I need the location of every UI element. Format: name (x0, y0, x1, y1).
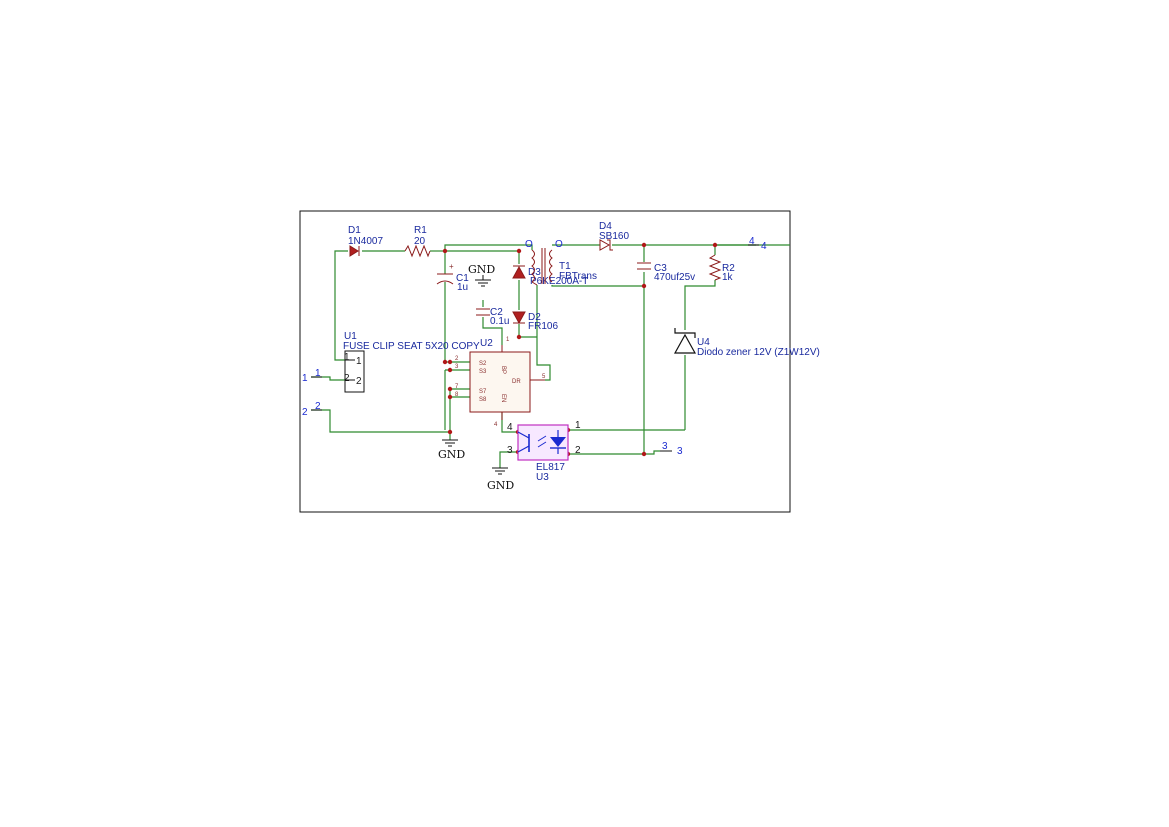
r1-ref: R1 (414, 225, 427, 236)
net-1-outer: 1 (302, 373, 308, 384)
c2-ref: C2 (490, 307, 503, 318)
u2-pin-s2: S2 (479, 361, 487, 367)
d2-value: FR106 (528, 321, 558, 332)
resistor-r2[interactable]: R2 1k (708, 254, 735, 283)
u3-pin3: 3 (507, 445, 513, 456)
net-2-outer: 2 (302, 407, 308, 418)
u2-pin-s8: S8 (479, 397, 487, 403)
u1-pin2-a: 2 (344, 373, 350, 384)
u2-pin-s3: S3 (479, 369, 487, 375)
u1-value: FUSE CLIP SEAT 5X20 COPY (343, 341, 480, 352)
u2-pinnum-4: 4 (494, 422, 498, 428)
c3-value: 470uf25v (654, 272, 695, 283)
net-1-inner: 1 (315, 368, 321, 379)
u4-ref: U4 (697, 337, 710, 348)
schematic-frame (299, 210, 791, 513)
net-4-inner: 4 (749, 236, 755, 247)
gnd-bottom-label: GND (487, 479, 514, 492)
net-2-inner: 2 (315, 401, 321, 412)
diode-d1[interactable]: D1 1N4007 (348, 225, 383, 257)
d1-value: 1N4007 (348, 236, 383, 247)
u1-pin1-a: 1 (344, 352, 350, 363)
t1-dot-primary: O (525, 239, 533, 250)
wires (311, 244, 790, 468)
u3-value: EL817 (536, 462, 565, 473)
u2-pin-dr: DR (512, 379, 521, 385)
u2-pinnum-8: 8 (455, 392, 459, 398)
t1-value: FBTrans (559, 271, 597, 282)
transformer-t1[interactable]: O O T1 FBTrans (525, 239, 597, 286)
switcher-ic-u2[interactable]: U2 S2 S3 S7 S8 BP EN DR 2 3 7 8 1 4 5 (455, 337, 546, 428)
net-3-outer: 3 (677, 446, 683, 457)
u2-pinnum-3: 3 (455, 364, 459, 370)
net-labels: 1 1 2 2 3 3 4 4 (302, 236, 767, 457)
t1-dot-secondary: O (555, 239, 563, 250)
gnd-mid-label: GND (438, 448, 465, 461)
gnd-top-label: GND (468, 263, 495, 276)
u2-ref: U2 (480, 338, 493, 349)
capacitor-c2[interactable]: C2 0.1u (476, 307, 509, 327)
c2-value: 0.1u (490, 316, 509, 327)
c3-ref: C3 (654, 263, 667, 274)
optocoupler-u3[interactable]: 4 3 1 2 EL817 U3 (507, 420, 581, 483)
u2-pin-s7: S7 (479, 389, 487, 395)
u3-pin1: 1 (575, 420, 581, 431)
c1-value: 1u (457, 282, 468, 293)
c1-ref: C1 (456, 273, 469, 284)
d3-value: P6KE200A-T (530, 276, 588, 287)
d4-value: SB160 (599, 231, 629, 242)
u3-pin4: 4 (507, 422, 513, 433)
u1-ref: U1 (344, 331, 357, 342)
t1-ref: T1 (559, 261, 571, 272)
zener-u4[interactable]: U4 Diodo zener 12V (Z1W12V) (673, 328, 820, 358)
net-3-inner: 3 (662, 441, 668, 452)
resistor-r1[interactable]: R1 20 (404, 225, 431, 258)
u2-pin-bp: BP (500, 366, 506, 374)
net-4-outer: 4 (761, 241, 767, 252)
r2-value: 1k (722, 272, 734, 283)
capacitor-c3[interactable]: C3 470uf25v (637, 262, 695, 283)
u3-ref: U3 (536, 472, 549, 483)
u2-pinnum-5: 5 (542, 374, 546, 380)
u3-pin2: 2 (575, 445, 581, 456)
fuse-clip-u1[interactable]: U1 FUSE CLIP SEAT 5X20 COPY 1 1 2 2 (343, 331, 480, 393)
u1-pin2-b: 2 (356, 376, 362, 387)
gnd-symbol-top: GND (468, 263, 495, 287)
d4-ref: D4 (599, 221, 612, 232)
u2-pin-en: EN (500, 394, 506, 402)
r1-value: 20 (414, 236, 426, 247)
r2-ref: R2 (722, 263, 735, 274)
diode-d2[interactable]: D2 FR106 (512, 311, 558, 332)
u2-pinnum-1: 1 (506, 337, 510, 343)
gnd-symbol-bottom: GND (487, 467, 514, 492)
d3-ref: D3 (528, 267, 541, 278)
d1-ref: D1 (348, 225, 361, 236)
gnd-symbol-mid: GND (438, 439, 465, 461)
u2-pinnum-7: 7 (455, 384, 459, 390)
diode-d3[interactable]: D3 P6KE200A-T (512, 265, 588, 287)
d2-ref: D2 (528, 312, 541, 323)
svg-text:+: + (449, 262, 454, 271)
u4-value: Diodo zener 12V (Z1W12V) (697, 347, 820, 358)
u2-pinnum-2: 2 (455, 356, 459, 362)
diode-d4[interactable]: D4 SB160 (599, 221, 629, 251)
capacitor-c1[interactable]: + C1 1u (436, 262, 469, 293)
u1-pin1-b: 1 (356, 356, 362, 367)
